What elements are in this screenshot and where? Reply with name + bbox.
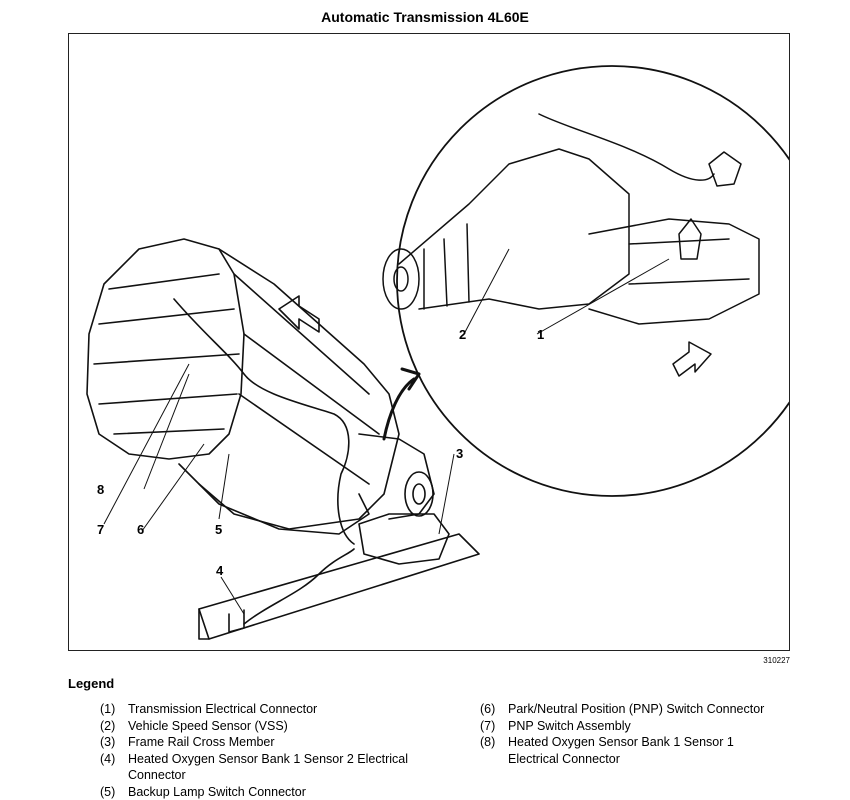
legend-item: (7)PNP Switch Assembly <box>480 718 780 735</box>
o2-harness <box>244 549 354 624</box>
legend-item: (2)Vehicle Speed Sensor (VSS) <box>100 718 440 735</box>
callout-6: 6 <box>137 522 144 537</box>
legend-item: (5)Backup Lamp Switch Connector <box>100 784 440 800</box>
callout-1: 1 <box>537 327 544 342</box>
legend-item: (6)Park/Neutral Position (PNP) Switch Co… <box>480 701 780 718</box>
inset-output-shaft <box>383 249 419 309</box>
legend-item: (1)Transmission Electrical Connector <box>100 701 440 718</box>
transmission-case <box>199 249 399 529</box>
output-flange <box>405 472 433 516</box>
wiring-harness <box>174 299 354 544</box>
direction-arrow-right <box>673 342 711 376</box>
legend-heading: Legend <box>68 676 114 691</box>
legend-item: (8)Heated Oxygen Sensor Bank 1 Sensor 1 … <box>480 734 780 767</box>
frame-rail <box>199 534 479 639</box>
inset-plug <box>709 152 741 186</box>
inset-pan <box>589 219 759 324</box>
direction-arrow-left <box>279 296 319 332</box>
inset-transmission-connector <box>679 219 701 259</box>
callout-7: 7 <box>97 522 104 537</box>
legend-column-left: (1)Transmission Electrical Connector (2)… <box>100 701 440 800</box>
inset-detail-circle <box>397 66 789 496</box>
inset-extension-housing <box>399 149 629 309</box>
legend-item: (4)Heated Oxygen Sensor Bank 1 Sensor 2 … <box>100 751 440 784</box>
callout-3: 3 <box>456 446 463 461</box>
inset-harness <box>539 114 714 180</box>
diagram-frame: 1 2 3 4 5 6 7 8 <box>68 33 790 651</box>
inset-arrow <box>384 369 419 439</box>
figure-id: 310227 <box>763 656 790 665</box>
callout-4: 4 <box>216 563 224 578</box>
callout-5: 5 <box>215 522 222 537</box>
callout-8: 8 <box>97 482 104 497</box>
callout-2: 2 <box>459 327 466 342</box>
diagram-title: Automatic Transmission 4L60E <box>0 9 850 25</box>
legend-column-right: (6)Park/Neutral Position (PNP) Switch Co… <box>480 701 780 767</box>
transmission-illustration: 1 2 3 4 5 6 7 8 <box>69 34 789 650</box>
legend-item: (3)Frame Rail Cross Member <box>100 734 440 751</box>
